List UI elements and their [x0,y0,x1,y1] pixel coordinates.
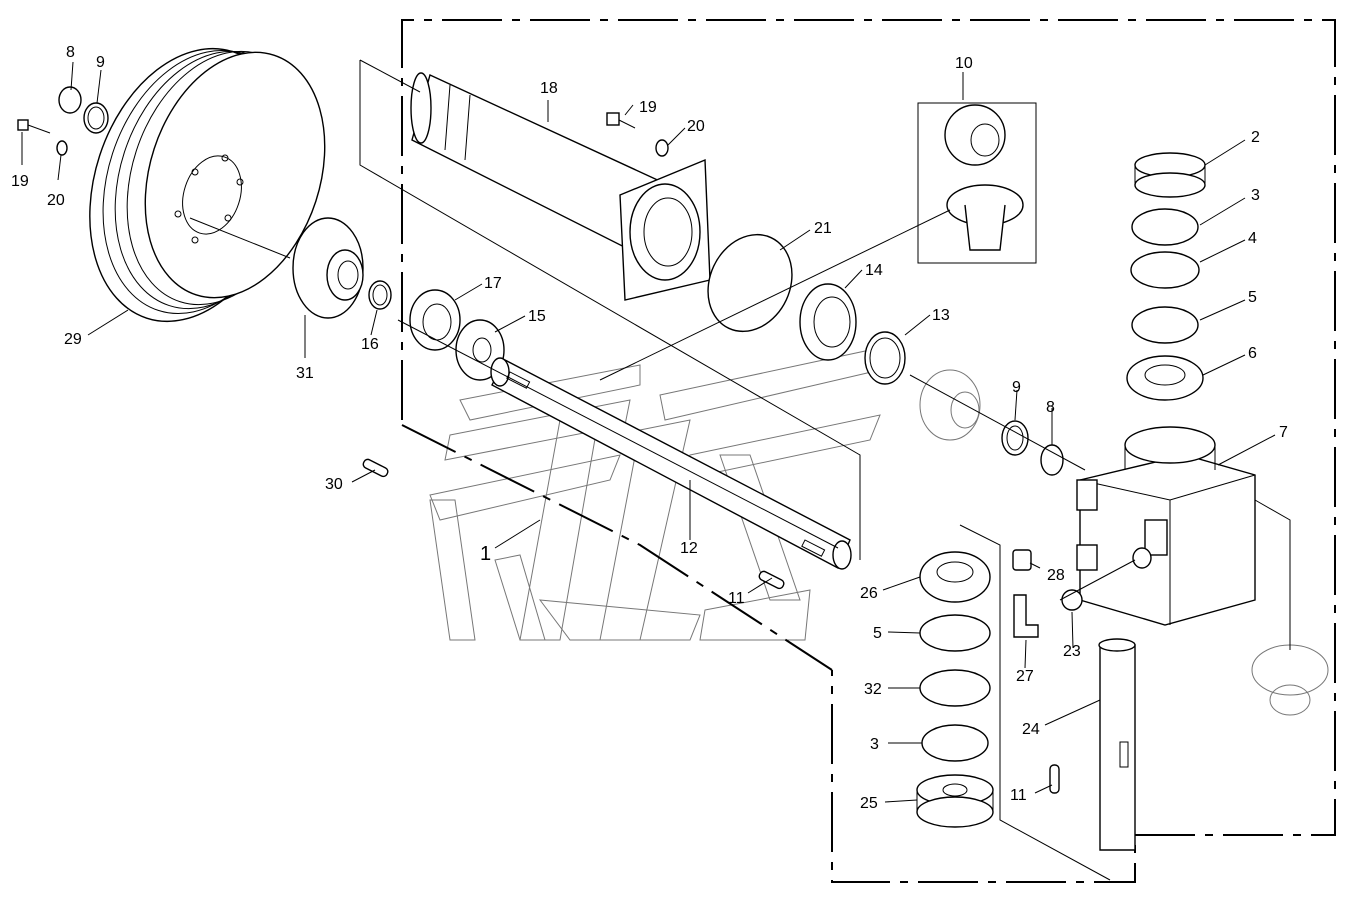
callout-32: 32 [864,681,882,698]
hub-31 [292,217,364,319]
retaining-ring-8 [58,86,82,114]
callout-7: 7 [1279,424,1288,441]
callout-29: 29 [64,331,82,348]
callout-9a: 9 [96,54,105,71]
callout-31: 31 [296,365,314,382]
ring-5-lower [919,614,991,652]
callout-labels: 8 9 19 20 29 31 16 17 15 18 19 20 21 14 … [11,44,1288,812]
callout-9b: 9 [1012,379,1021,396]
callout-13: 13 [932,307,950,324]
callout-19a: 19 [11,173,29,190]
washer-9 [83,102,109,134]
callout-2: 2 [1251,129,1260,146]
bolt-19-tube [606,112,636,129]
bearing-17 [409,289,461,351]
circlip-3-lower [921,724,989,762]
bearing-6 [1126,355,1204,401]
callout-27: 27 [1016,668,1034,685]
callout-8b: 8 [1046,399,1055,416]
plug-28 [1012,549,1032,571]
callout-1: 1 [480,543,491,565]
callout-14: 14 [865,262,883,279]
callout-17: 17 [484,275,502,292]
callout-4: 4 [1248,230,1257,247]
callout-3b: 3 [870,736,879,753]
callout-19b: 19 [639,99,657,116]
shaft-24 [1098,638,1136,851]
tube-18 [410,72,711,301]
bearing-26 [919,551,991,603]
ring-32 [919,669,991,707]
callout-5b: 5 [873,625,882,642]
callout-11b: 11 [1010,787,1027,804]
leader-lines [21,59,1291,881]
washer-20 [56,140,68,156]
callout-26: 26 [860,585,878,602]
key-30 [362,458,389,478]
callout-20a: 20 [47,192,65,209]
callout-18: 18 [540,80,558,97]
ring-13 [864,331,906,385]
callout-21: 21 [814,220,832,237]
callout-23: 23 [1063,643,1081,660]
callout-3a: 3 [1251,187,1260,204]
circlip-3 [1131,208,1199,246]
washer-9-right [1001,420,1029,456]
pulley-29 [89,47,326,323]
callout-28: 28 [1047,567,1065,584]
callout-20b: 20 [687,118,705,135]
plug-23 [1061,589,1083,611]
spacer-25 [916,774,994,828]
key-11-upper [758,570,785,590]
callout-10: 10 [955,55,973,72]
callout-25: 25 [860,795,878,812]
gear-ghost-lower [1251,644,1329,716]
key-11-lower [1049,764,1060,794]
callout-12: 12 [680,540,698,557]
callout-15: 15 [528,308,546,325]
shaft-12 [490,357,852,570]
gear-ghost-upper [919,369,981,441]
callout-11a: 11 [728,590,745,607]
assembly-frame [401,19,1336,883]
elbow-27 [1013,594,1039,638]
callout-8a: 8 [66,44,75,61]
callout-30: 30 [325,476,343,493]
seal-ring-16 [368,280,392,310]
bolt-19 [17,119,51,134]
callout-24: 24 [1022,721,1040,738]
bevel-gears-10 [917,102,1037,264]
callout-5a: 5 [1248,289,1257,306]
o-ring-21 [707,233,793,333]
bearing-14 [799,283,857,361]
ring-5 [1131,306,1199,344]
gearbox-housing-7 [1076,426,1256,626]
watermark-logo [429,349,881,641]
ring-4 [1130,251,1200,289]
callout-6: 6 [1248,345,1257,362]
callout-16: 16 [361,336,379,353]
ring-2 [1134,152,1206,198]
washer-20-tube [655,139,669,157]
retaining-ring-8-right [1040,444,1064,476]
